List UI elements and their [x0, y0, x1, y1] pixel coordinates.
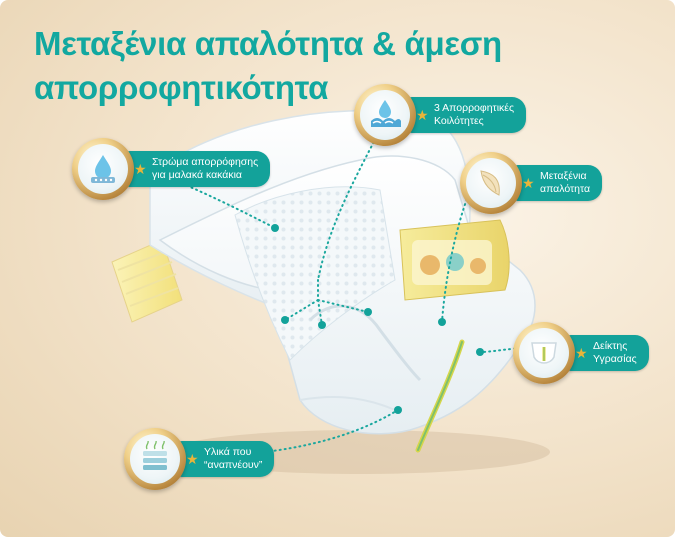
- diaper-indicator-icon: [531, 342, 557, 364]
- feature-label: ★ Δείκτης Υγρασίας: [567, 335, 649, 371]
- feature-label: ★ 3 Απορροφητικές Κοιλότητες: [408, 97, 527, 133]
- star-icon: ★: [134, 161, 147, 177]
- silk-fabric-icon: [480, 170, 500, 196]
- star-icon: ★: [416, 107, 429, 123]
- breathable-layers-icon: [143, 441, 167, 470]
- droplet-pockets-icon: [371, 100, 401, 127]
- medal: [72, 138, 134, 200]
- headline: Μεταξένια απαλότητα & άμεση απορροφητικό…: [34, 22, 634, 110]
- feature-wetness-indicator: ★ Δείκτης Υγρασίας: [513, 322, 649, 384]
- headline-line-1: Μεταξένια απαλότητα & άμεση: [34, 25, 502, 62]
- star-icon: ★: [186, 451, 199, 467]
- feature-absorption-layer: ★ Στρώμα απορρόφησης για μαλακά κακάκια: [72, 138, 271, 200]
- left-tape: [111, 239, 183, 323]
- feature-label: ★ Μεταξένια απαλότητα: [514, 165, 603, 201]
- feature-silky-softness: ★ Μεταξένια απαλότητα: [460, 152, 603, 214]
- medal: [124, 428, 186, 490]
- feature-absorbent-pockets: ★ 3 Απορροφητικές Κοιλότητες: [354, 84, 527, 146]
- droplet-layer-icon: [91, 155, 115, 183]
- star-icon: ★: [522, 175, 535, 191]
- feature-breathable-materials: ★ Υλικά που “αναπνέουν”: [124, 428, 275, 490]
- feature-label: ★ Υλικά που “αναπνέουν”: [178, 441, 275, 477]
- medal: [513, 322, 575, 384]
- medal: [354, 84, 416, 146]
- star-icon: ★: [575, 345, 588, 361]
- medal: [460, 152, 522, 214]
- headline-line-2: απορροφητικότητα: [34, 69, 329, 106]
- feature-label: ★ Στρώμα απορρόφησης για μαλακά κακάκια: [126, 151, 271, 187]
